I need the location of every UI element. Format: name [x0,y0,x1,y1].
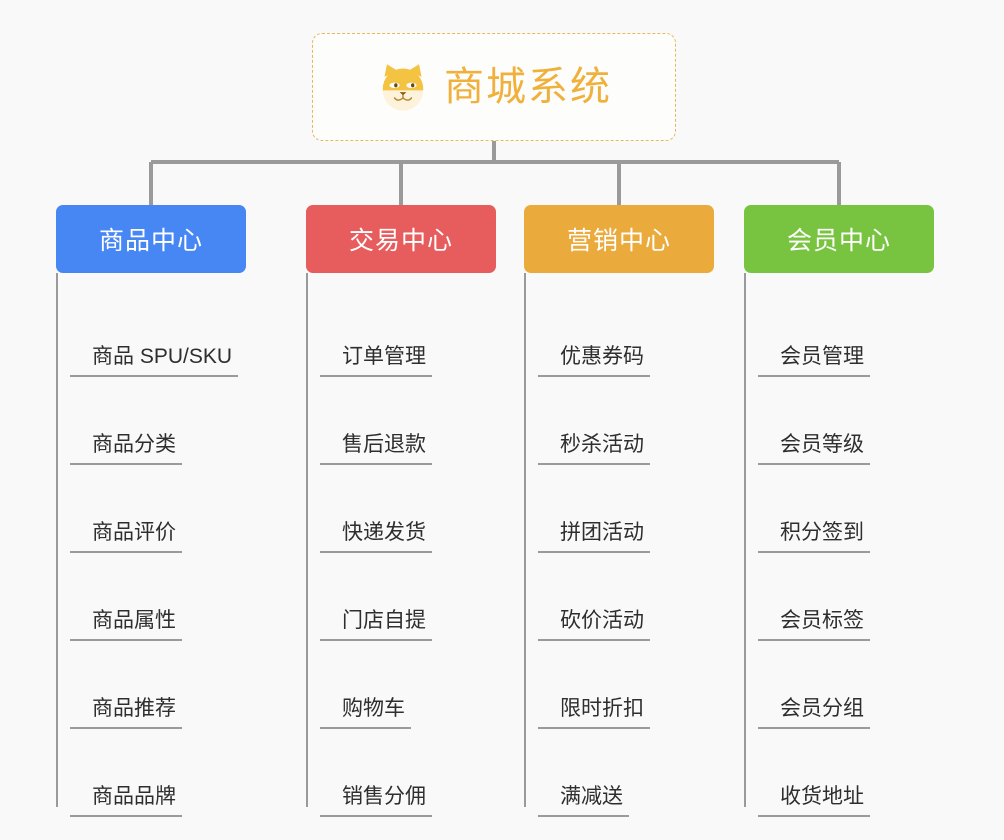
list-item[interactable]: 商品分类 [70,383,246,471]
branch-header-2[interactable]: 营销中心 [524,205,714,273]
list-item[interactable]: 秒杀活动 [538,383,714,471]
leaf-label: 优惠券码 [538,345,650,377]
leaf-label: 收货地址 [758,785,870,817]
list-item[interactable]: 商品品牌 [70,735,246,823]
branch-交易中心: 交易中心 订单管理 售后退款 快递发货 门店自提 购物车 销售分佣 [306,205,496,823]
branch-营销中心: 营销中心 优惠券码 秒杀活动 拼团活动 砍价活动 限时折扣 满减送 [524,205,714,823]
branch-header-label-1: 交易中心 [348,227,453,255]
branch-children-0: 商品 SPU/SKU 商品分类 商品评价 商品属性 商品推荐 商品品牌 [56,273,246,823]
branch-header-0[interactable]: 商品中心 [56,205,246,273]
leaf-label: 商品 SPU/SKU [70,345,239,377]
list-item[interactable]: 拼团活动 [538,471,714,559]
leaf-label: 商品属性 [70,609,182,641]
list-item[interactable]: 满减送 [538,735,714,823]
leaf-label: 门店自提 [320,609,432,641]
branch-会员中心: 会员中心 会员管理 会员等级 积分签到 会员标签 会员分组 收货地址 [744,205,934,823]
branch-header-label-3: 会员中心 [786,227,891,255]
leaf-label: 秒杀活动 [538,433,650,465]
shiba-dog-face-icon [382,64,424,111]
list-item[interactable]: 优惠券码 [538,295,714,383]
list-item[interactable]: 商品 SPU/SKU [70,295,246,383]
list-item[interactable]: 购物车 [320,647,496,735]
branch-header-1[interactable]: 交易中心 [306,205,496,273]
leaf-label: 商品评价 [70,521,182,553]
list-item[interactable]: 会员等级 [758,383,934,471]
list-item[interactable]: 门店自提 [320,559,496,647]
leaf-label: 商品分类 [70,433,182,465]
list-item[interactable]: 积分签到 [758,471,934,559]
leaf-label: 会员分组 [758,697,870,729]
leaf-label: 砍价活动 [538,609,650,641]
leaf-label: 售后退款 [320,433,432,465]
list-item[interactable]: 砍价活动 [538,559,714,647]
list-item[interactable]: 限时折扣 [538,647,714,735]
leaf-label: 商品推荐 [70,697,182,729]
list-item[interactable]: 商品推荐 [70,647,246,735]
leaf-label: 拼团活动 [538,521,650,553]
leaf-label: 会员等级 [758,433,870,465]
leaf-label: 商品品牌 [70,785,182,817]
list-item[interactable]: 会员分组 [758,647,934,735]
leaf-label: 购物车 [320,697,411,729]
list-item[interactable]: 会员管理 [758,295,934,383]
branch-header-label-2: 营销中心 [566,227,671,255]
list-item[interactable]: 快递发货 [320,471,496,559]
branch-商品中心: 商品中心 商品 SPU/SKU 商品分类 商品评价 商品属性 商品推荐 商品品牌 [56,205,246,823]
branch-header-label-0: 商品中心 [98,227,203,255]
leaf-label: 积分签到 [758,521,870,553]
list-item[interactable]: 销售分佣 [320,735,496,823]
leaf-label: 限时折扣 [538,697,650,729]
branch-container: 商品中心 商品 SPU/SKU 商品分类 商品评价 商品属性 商品推荐 商品品牌… [0,205,1004,840]
list-item[interactable]: 商品评价 [70,471,246,559]
leaf-label: 订单管理 [320,345,432,377]
list-item[interactable]: 订单管理 [320,295,496,383]
list-item[interactable]: 商品属性 [70,559,246,647]
leaf-label: 快递发货 [320,521,432,553]
root-title: 商城系统 [444,65,612,109]
list-item[interactable]: 会员标签 [758,559,934,647]
leaf-label: 会员标签 [758,609,870,641]
branch-children-2: 优惠券码 秒杀活动 拼团活动 砍价活动 限时折扣 满减送 [524,273,714,823]
list-item[interactable]: 售后退款 [320,383,496,471]
branch-children-3: 会员管理 会员等级 积分签到 会员标签 会员分组 收货地址 [744,273,934,823]
list-item[interactable]: 收货地址 [758,735,934,823]
branch-children-1: 订单管理 售后退款 快递发货 门店自提 购物车 销售分佣 [306,273,496,823]
root-node[interactable]: 商城系统 [312,33,676,141]
leaf-label: 满减送 [538,785,629,817]
leaf-label: 销售分佣 [320,785,432,817]
branch-header-3[interactable]: 会员中心 [744,205,934,273]
leaf-label: 会员管理 [758,345,870,377]
